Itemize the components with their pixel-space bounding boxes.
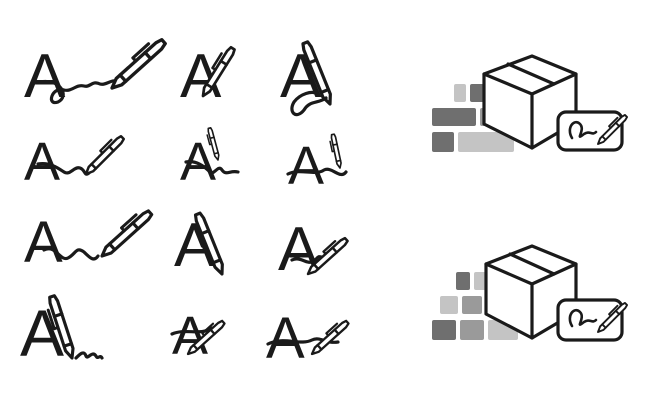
signature-pen-icon-9: A	[278, 215, 350, 284]
signed-delivery-icon-1	[432, 54, 629, 152]
svg-text:A: A	[24, 42, 66, 111]
signature-pen-icon-7: A	[24, 205, 155, 275]
signature-pen-icon-11: A	[170, 306, 227, 366]
signature-pen-icon-1: A	[24, 33, 168, 111]
signature-pen-icon-2: A	[180, 42, 237, 111]
svg-text:A: A	[278, 215, 320, 284]
signature-pen-icon-12: A	[266, 306, 351, 371]
signature-pen-icon-8: A	[174, 210, 228, 280]
svg-text:A: A	[266, 306, 305, 371]
signed-delivery-icon-2	[432, 244, 629, 342]
svg-text:A: A	[24, 210, 63, 275]
signature-pen-icon-5: A	[180, 126, 240, 192]
svg-text:A: A	[288, 136, 324, 196]
signature-pen-icon-4: A	[24, 131, 126, 192]
signature-pen-icon-3: A	[280, 39, 336, 117]
svg-text:A: A	[24, 132, 60, 192]
signature-pen-icon-10: A	[20, 293, 104, 370]
signature-pen-icon-6: A	[286, 133, 348, 196]
